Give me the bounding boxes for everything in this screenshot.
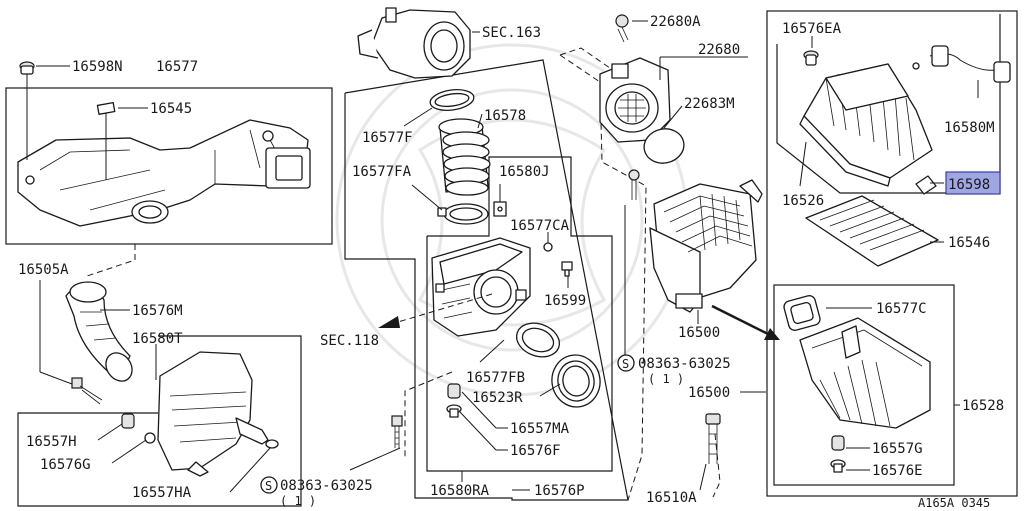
- center-inner-frame: [426, 156, 613, 472]
- grommet-16557ma-drawing: [447, 383, 461, 399]
- label-16500-upper[interactable]: 16500: [678, 325, 720, 341]
- sec118-arrow: [378, 293, 493, 328]
- clip-16576ea-drawing: [803, 50, 819, 66]
- bolt-left-drawing: [71, 377, 103, 405]
- clamp-16577fb-drawing: [515, 322, 561, 358]
- label-bolt-08363-center[interactable]: 08363-63025: [280, 478, 373, 494]
- label-16523r[interactable]: 16523R: [472, 390, 523, 406]
- label-16578[interactable]: 16578: [484, 108, 526, 124]
- maf-sensor-drawing: [599, 57, 671, 143]
- bracket-16580j-drawing: [493, 201, 507, 217]
- label-16577fb[interactable]: 16577FB: [466, 370, 525, 386]
- hose-16576m-drawing: [65, 281, 133, 382]
- dash-bolt: [712, 433, 721, 498]
- label-sec163[interactable]: SEC.163: [482, 25, 541, 41]
- intake-duct-frame: [5, 87, 333, 245]
- gasket-22683m-drawing: [643, 128, 685, 164]
- dash-maf2: [559, 47, 621, 76]
- clip-16576g-drawing: [144, 432, 156, 444]
- clip-16598-drawing: [915, 175, 937, 195]
- tag-16545: [96, 102, 116, 115]
- filter-element-drawing: [805, 195, 939, 267]
- bellows-16578-drawing: [438, 118, 491, 196]
- leader-lines: [26, 20, 979, 493]
- label-16576e[interactable]: 16576E: [872, 463, 923, 479]
- label-16577ca[interactable]: 16577CA: [510, 218, 570, 234]
- s-mark-center: S: [260, 476, 278, 494]
- ring-16577ca: [543, 242, 553, 252]
- label-16557g[interactable]: 16557G: [872, 441, 923, 457]
- label-16576g[interactable]: 16576G: [40, 457, 91, 473]
- label-16580t[interactable]: 16580T: [132, 331, 183, 347]
- pin-16599-drawing: [561, 261, 573, 277]
- label-16500-lower[interactable]: 16500: [688, 385, 730, 401]
- upper-filter-frame: [766, 10, 1018, 497]
- label-16580j[interactable]: 16580J: [499, 164, 550, 180]
- svg-text:S: S: [265, 479, 272, 493]
- label-16557ha[interactable]: 16557HA: [132, 485, 192, 501]
- intake-duct-drawing: [17, 119, 311, 227]
- label-16557h[interactable]: 16557H: [26, 434, 77, 450]
- label-22680[interactable]: 22680: [698, 42, 740, 58]
- label-16557ma[interactable]: 16557MA: [510, 421, 570, 437]
- label-16510a[interactable]: 16510A: [646, 490, 697, 506]
- clip-16598n-drawing: [19, 61, 35, 75]
- label-16526[interactable]: 16526: [782, 193, 824, 209]
- upper-cover-drawing: [799, 63, 933, 187]
- part-labels: 16598N 16577 16545 16505A 16576M 16580T …: [18, 14, 1004, 510]
- label-16599[interactable]: 16599: [544, 293, 586, 309]
- clamp-16577f-drawing: [429, 88, 475, 112]
- label-16577c[interactable]: 16577C: [876, 301, 927, 317]
- label-16580ra[interactable]: 16580RA: [430, 483, 490, 499]
- label-16576m[interactable]: 16576M: [132, 303, 183, 319]
- grommet-16557h-drawing: [121, 413, 135, 429]
- air-inlet-housing-drawing: [431, 237, 531, 337]
- label-16546[interactable]: 16546: [948, 235, 990, 251]
- label-16577fa[interactable]: 16577FA: [352, 164, 412, 180]
- diagram-code: A165A 0345: [918, 496, 990, 510]
- s-mark-right: S: [617, 354, 635, 372]
- grommet-16557g-drawing: [831, 435, 845, 451]
- label-16577[interactable]: 16577: [156, 59, 198, 75]
- dash-clip: [404, 371, 453, 460]
- label-16577f[interactable]: 16577F: [362, 130, 413, 146]
- resonator-16580t-drawing: [157, 351, 279, 477]
- clip-16576f-drawing: [446, 404, 462, 418]
- bolt-16500-drawing: [628, 169, 640, 200]
- label-16505a[interactable]: 16505A: [18, 262, 69, 278]
- air-cleaner-assembly-drawing: [649, 179, 763, 313]
- highlight-box-16598[interactable]: [945, 171, 1001, 195]
- assembly-arrow: [711, 304, 780, 340]
- sensor-harness-16580m-drawing: [912, 45, 1011, 83]
- clamp-16577fa-drawing: [437, 203, 489, 225]
- resonator-frame: [17, 335, 302, 507]
- label-bolt-qty-right: ( 1 ): [648, 372, 684, 386]
- lower-case-drawing: [783, 295, 931, 429]
- seal-16523r-drawing: [551, 354, 601, 408]
- bolt-16510a-drawing: [705, 413, 721, 464]
- label-16580m[interactable]: 16580M: [944, 120, 995, 136]
- element-cover-frame: [776, 14, 1001, 194]
- label-16528[interactable]: 16528: [962, 398, 1004, 414]
- label-22680a[interactable]: 22680A: [650, 14, 701, 30]
- label-16598n[interactable]: 16598N: [72, 59, 123, 75]
- dash-duct: [86, 244, 136, 277]
- label-22683m[interactable]: 22683M: [684, 96, 735, 112]
- label-bolt-qty-center: ( 1 ): [280, 494, 316, 508]
- label-sec118[interactable]: SEC.118: [320, 333, 379, 349]
- throttle-body-drawing: [357, 7, 471, 79]
- label-16576ea[interactable]: 16576EA: [782, 21, 842, 37]
- svg-text:S: S: [622, 357, 629, 371]
- label-16545[interactable]: 16545: [150, 101, 192, 117]
- screw-22680a-drawing: [615, 14, 629, 43]
- lower-case-frame: [773, 284, 955, 486]
- label-16576f[interactable]: 16576F: [510, 443, 561, 459]
- label-16598[interactable]: 16598: [948, 177, 990, 193]
- dash-maf: [559, 54, 647, 501]
- bolt-center-drawing: [391, 415, 403, 448]
- label-16576p[interactable]: 16576P: [534, 483, 585, 499]
- clip-16576e-drawing: [830, 459, 846, 473]
- label-bolt-08363-right[interactable]: 08363-63025: [638, 356, 731, 372]
